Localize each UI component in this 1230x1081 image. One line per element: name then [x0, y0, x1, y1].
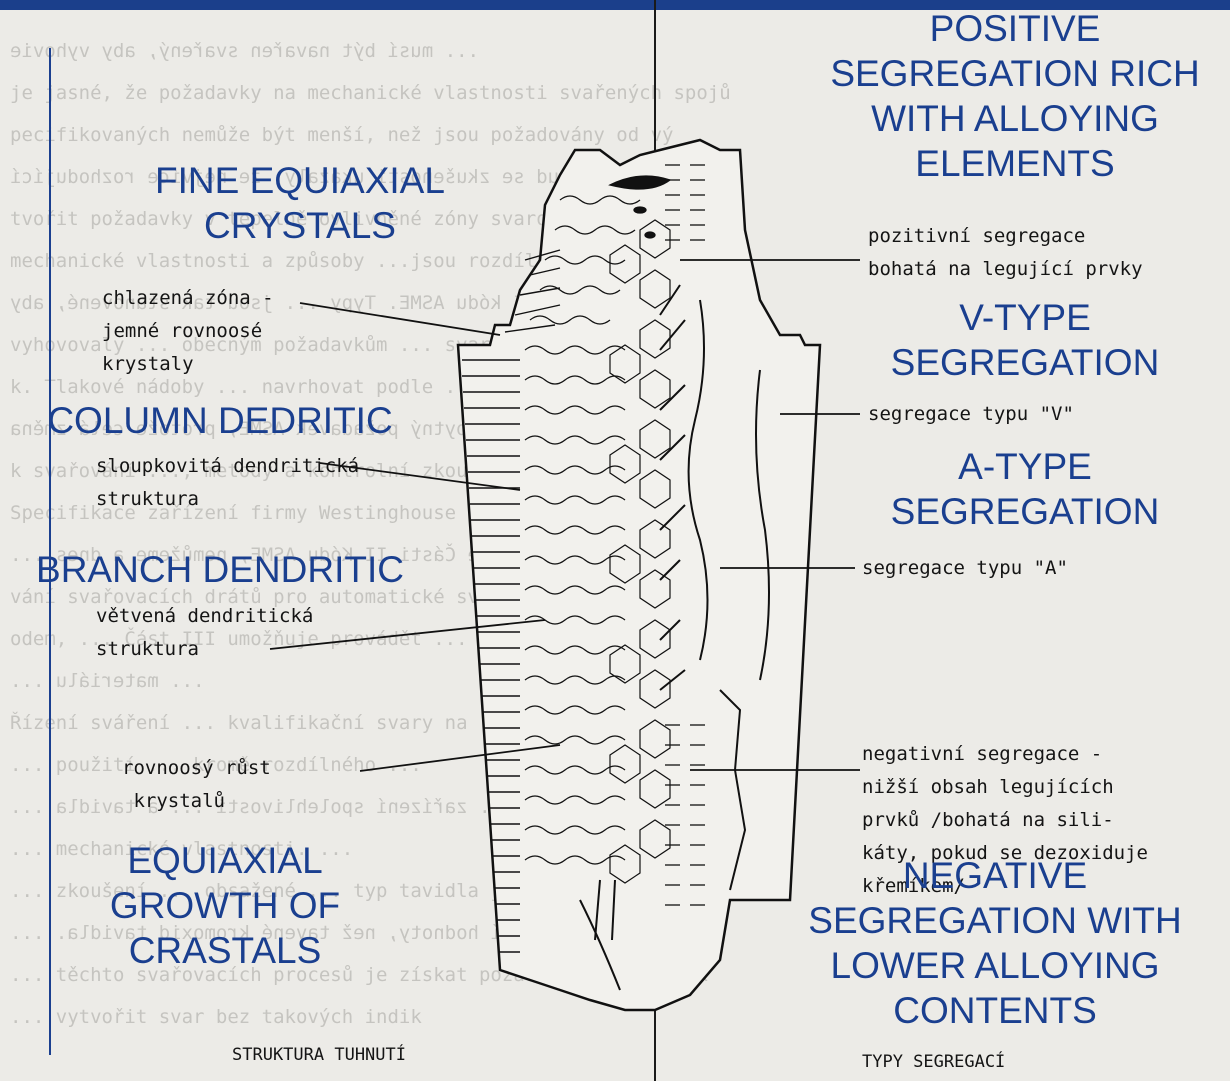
cz-chill-zone-label: chlazená zóna - jemné rovnoosé krystaly	[102, 282, 274, 381]
ingot-outline	[458, 140, 820, 1010]
cz-columnar-label: sloupkovitá dendritická struktura	[96, 450, 359, 516]
caption-segregation: TYPY SEGREGACÍ	[862, 1052, 1005, 1072]
en-equiaxial-growth-label: EQUIAXIAL GROWTH OF CRASTALS	[95, 838, 355, 973]
cz-branched-label: větvená dendritická struktura	[96, 600, 313, 666]
en-column-dendritic-label: COLUMN DEDRITIC	[0, 398, 440, 443]
en-negative-segregation-label: NEGATIVE SEGREGATION WITH LOWER ALLOYING…	[775, 853, 1215, 1033]
en-a-type-label: A-TYPE SEGREGATION	[860, 444, 1190, 534]
en-fine-equiaxial-label: FINE EQUIAXIAL CRYSTALS	[130, 158, 470, 248]
caption-solidification: STRUKTURA TUHNUTÍ	[232, 1045, 406, 1065]
cz-v-type-label: segregace typu "V"	[868, 398, 1074, 431]
cz-positive-label: pozitivní segregace bohatá na legující p…	[868, 220, 1143, 286]
en-branch-dendritic-label: BRANCH DENDRITIC	[0, 547, 440, 592]
en-positive-segregation-label: POSITIVE SEGREGATION RICH WITH ALLOYING …	[800, 6, 1230, 186]
cz-equiaxed-label: rovnoosý růst krystalů	[122, 752, 271, 818]
cz-a-type-label: segregace typu "A"	[862, 552, 1068, 585]
en-v-type-label: V-TYPE SEGREGATION	[860, 295, 1190, 385]
